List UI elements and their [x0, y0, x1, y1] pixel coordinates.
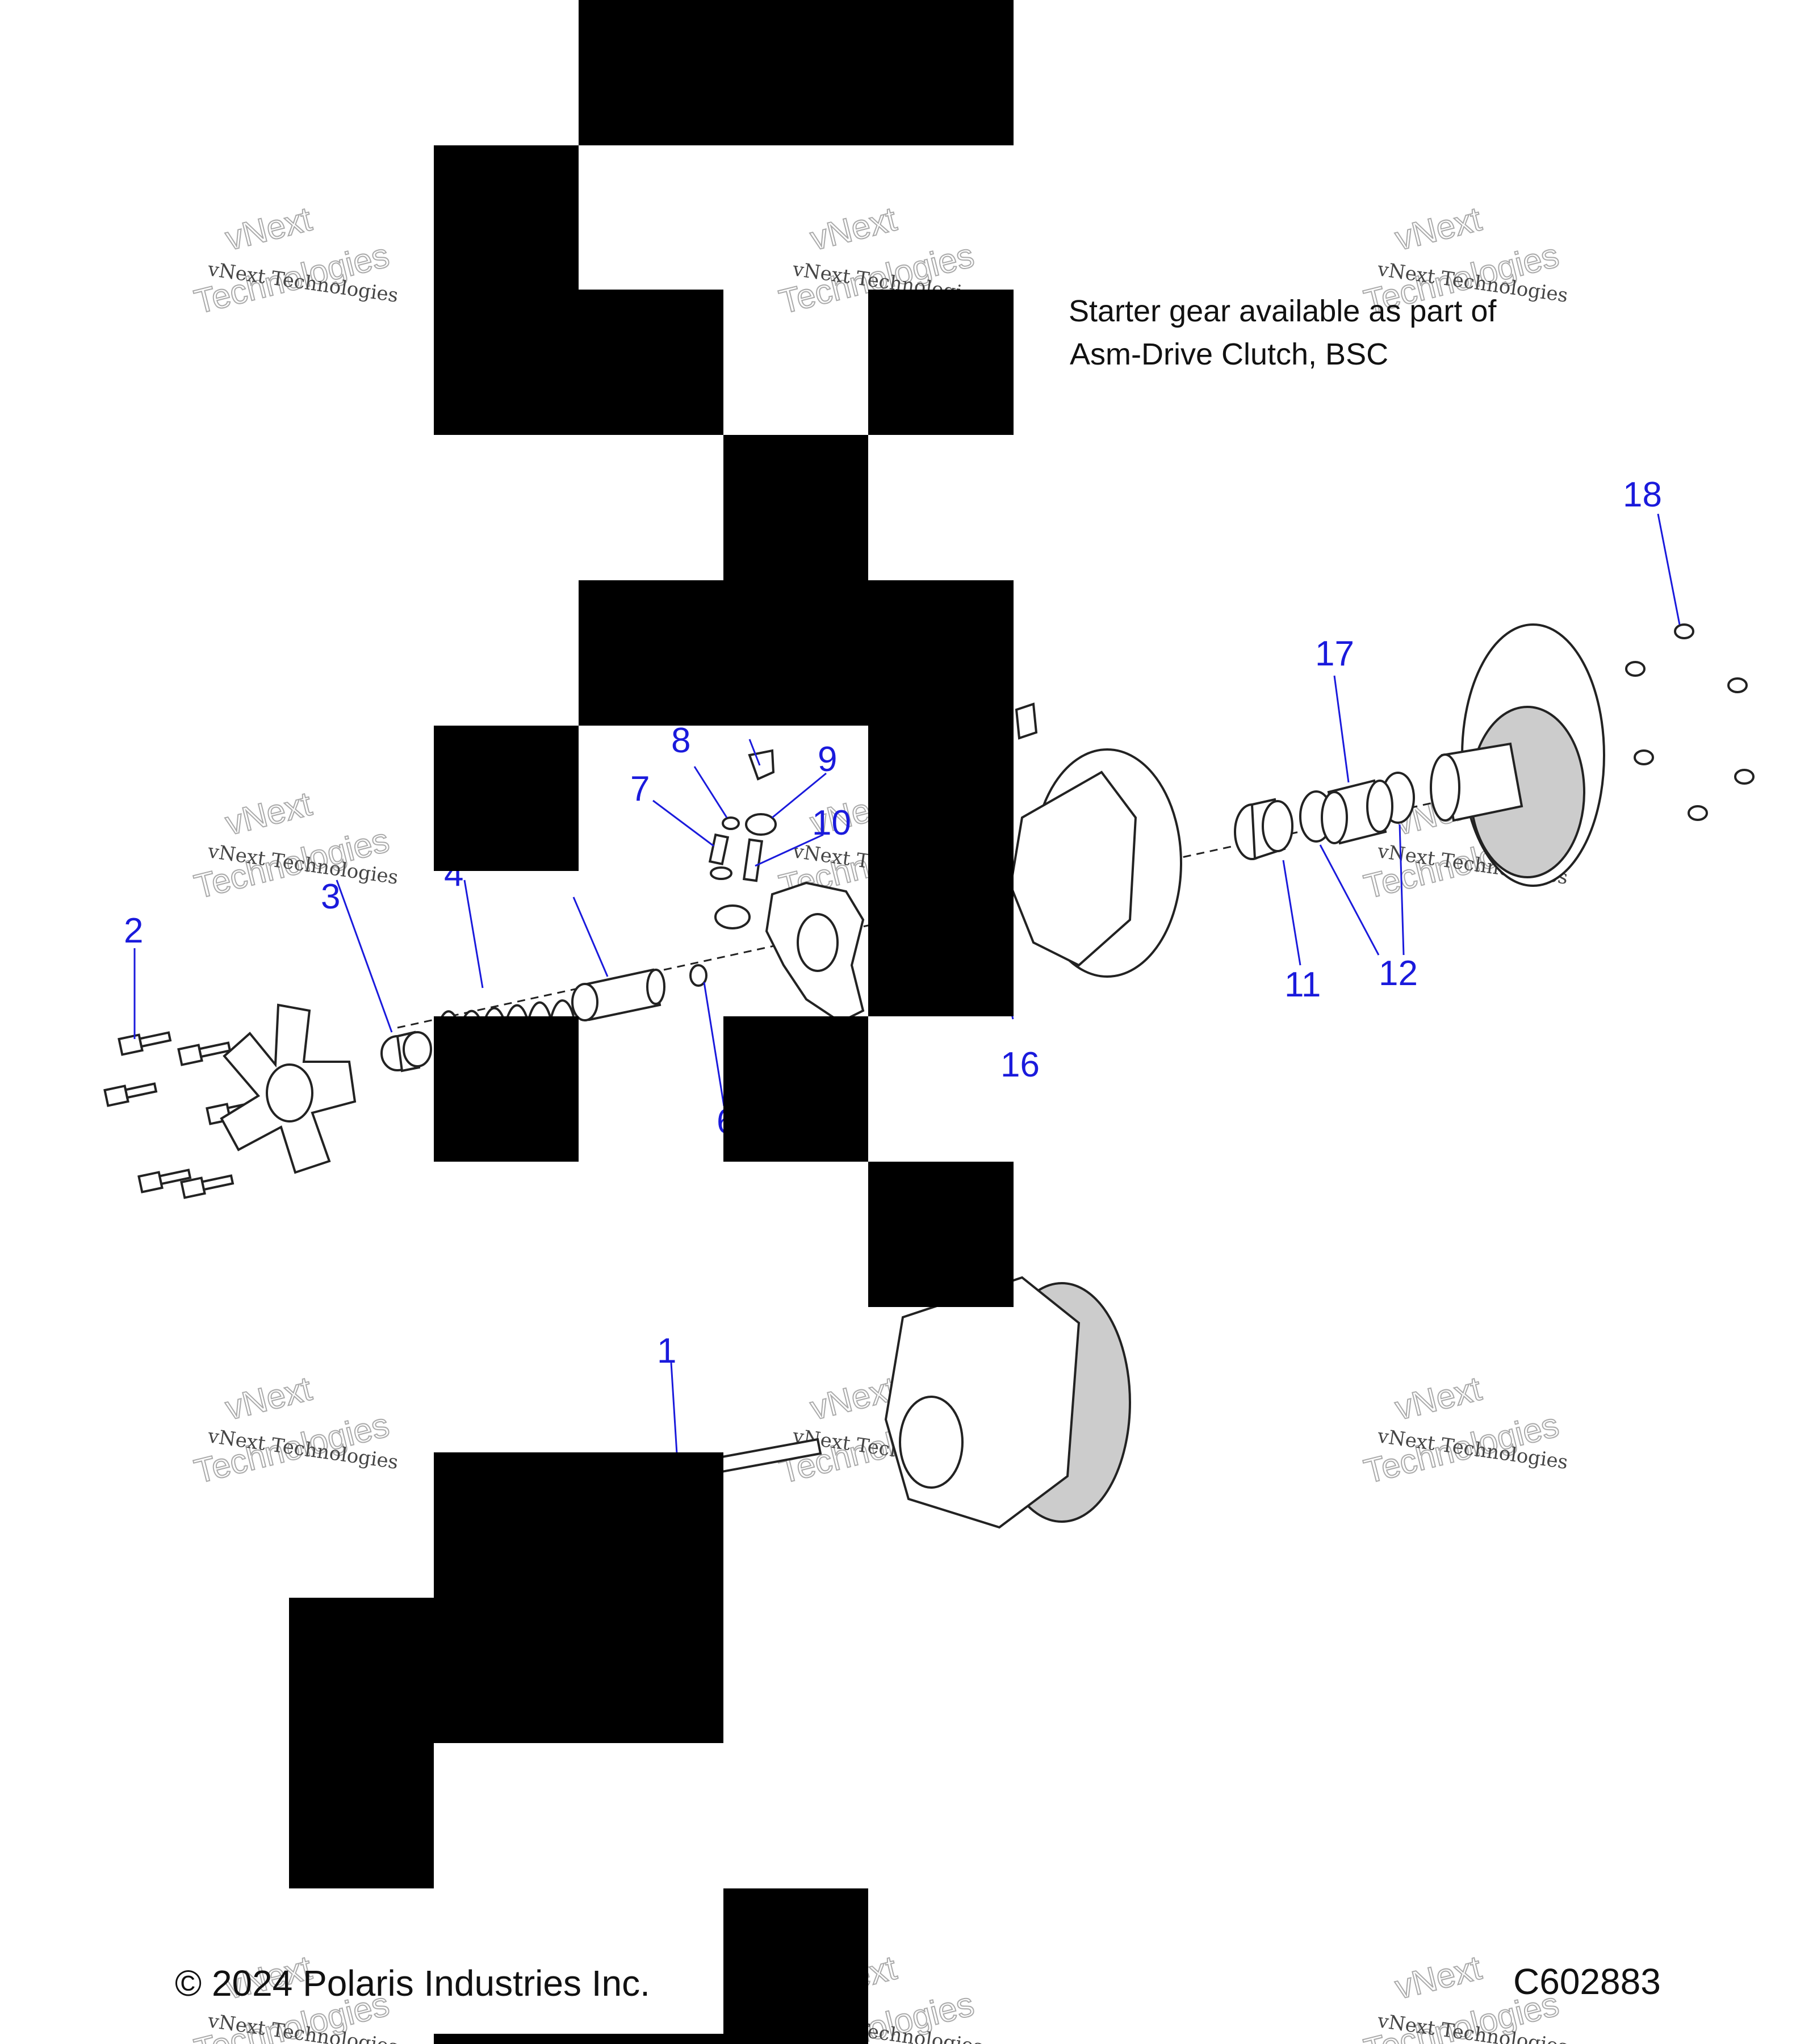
drawing-number: C602883 [1513, 1961, 1661, 2002]
callout-1: 1 [657, 1331, 676, 1371]
mask-block [434, 2034, 723, 2044]
footer: © 2024 Polaris Industries Inc. C602883 [175, 1961, 1661, 2004]
leader-line [772, 772, 827, 819]
spacer [1321, 779, 1393, 845]
leader-line [748, 739, 761, 766]
leader-line [703, 982, 725, 1107]
sleeve [571, 968, 665, 1021]
bolt [137, 1168, 192, 1193]
watermark-text: vNext [221, 785, 315, 843]
watermark: vNext Technologies [190, 1369, 393, 1492]
bushing [380, 1031, 432, 1073]
o-ring [689, 964, 707, 987]
leader-line [463, 879, 484, 989]
callout-11: 11 [1284, 965, 1321, 1004]
spider-plate [220, 1003, 357, 1174]
watermark: vNext Technologies [190, 784, 393, 907]
mask-block [434, 726, 579, 871]
leader-line [336, 879, 393, 1033]
leader-line [755, 833, 824, 867]
mask-block [434, 1016, 579, 1162]
callout-16: 16 [1000, 1045, 1040, 1084]
moveable-sheave [765, 881, 865, 1024]
bolt-set [103, 1031, 260, 1199]
callout-17: 17 [1315, 634, 1354, 673]
leader-line [670, 1362, 678, 1454]
mask-block [723, 1888, 868, 2044]
watermark-text: vNext [1391, 1369, 1485, 1427]
leader-line [1657, 513, 1681, 625]
bolt [177, 1041, 232, 1066]
callout-10: 10 [812, 803, 851, 843]
callout-7: 7 [630, 769, 650, 809]
mask-block [868, 726, 1014, 1016]
screw-set [1625, 623, 1755, 821]
mask-block [579, 0, 1014, 145]
bolt [180, 1174, 235, 1199]
mask-block [434, 145, 579, 435]
callout-8: 8 [671, 721, 690, 760]
mask-block [579, 580, 1014, 726]
callout-9: 9 [818, 740, 837, 779]
redaction-mask [289, 0, 1014, 2044]
callout-2: 2 [124, 911, 143, 950]
leader-line [572, 897, 609, 977]
leader-line [693, 766, 728, 818]
leader-line [1399, 824, 1405, 956]
note-line-2: Asm-Drive Clutch, BSC [1070, 337, 1388, 371]
bearing [1234, 798, 1293, 860]
watermark-text: vNext [806, 200, 900, 258]
assembled-drive-clutch [708, 1276, 1131, 1529]
starter-gear [1430, 623, 1605, 887]
mask-block [434, 1452, 723, 1743]
mask-block [868, 1162, 1014, 1307]
leader-line [1333, 675, 1350, 783]
note: Starter gear available as part of Asm-Dr… [1069, 294, 1497, 371]
callout-3: 3 [321, 877, 340, 916]
callout-18: 18 [1623, 475, 1662, 514]
mask-block [723, 1016, 868, 1162]
note-line-1: Starter gear available as part of [1069, 294, 1497, 328]
clip [748, 749, 775, 781]
mask-block [579, 290, 723, 435]
mask-block [868, 290, 1014, 435]
copyright-text: © 2024 Polaris Industries Inc. [175, 1963, 650, 2004]
watermark: vNext Technologies [1360, 1369, 1563, 1492]
fixed-sheave [1009, 702, 1182, 978]
callout-labels: 1 2 3 4 6 7 8 9 10 11 12 16 17 18 [124, 475, 1662, 1371]
watermark-text: vNext [221, 1369, 315, 1427]
leader-line [1319, 844, 1380, 956]
bolt [118, 1031, 172, 1056]
watermark-text: vNext [1391, 1949, 1485, 2007]
callout-12: 12 [1379, 954, 1418, 993]
roller-set [708, 813, 777, 929]
bolt [103, 1082, 158, 1107]
leader-line [1282, 860, 1301, 966]
watermark-text: vNext [221, 200, 315, 258]
watermark-text: vNext [1391, 200, 1485, 258]
leader-line [652, 799, 714, 847]
mask-block [289, 1598, 434, 1888]
